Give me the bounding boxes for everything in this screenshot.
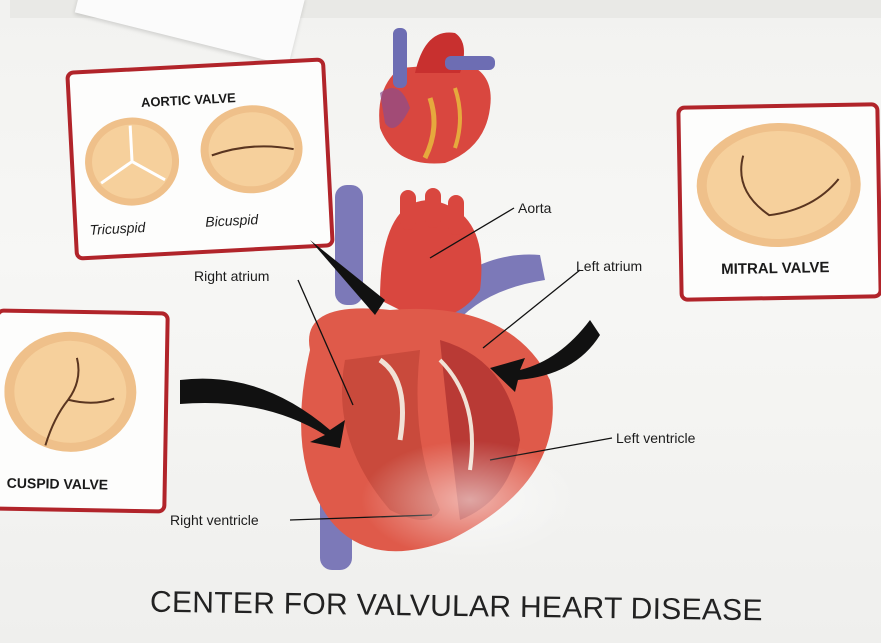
aorta-label: Aorta (518, 200, 551, 216)
left-ventricle-label: Left ventricle (616, 430, 695, 446)
left-atrium-label: Left atrium (576, 258, 642, 274)
right-atrium-label: Right atrium (194, 268, 269, 284)
right-ventricle-label: Right ventricle (170, 512, 259, 528)
light-glare (360, 440, 580, 560)
